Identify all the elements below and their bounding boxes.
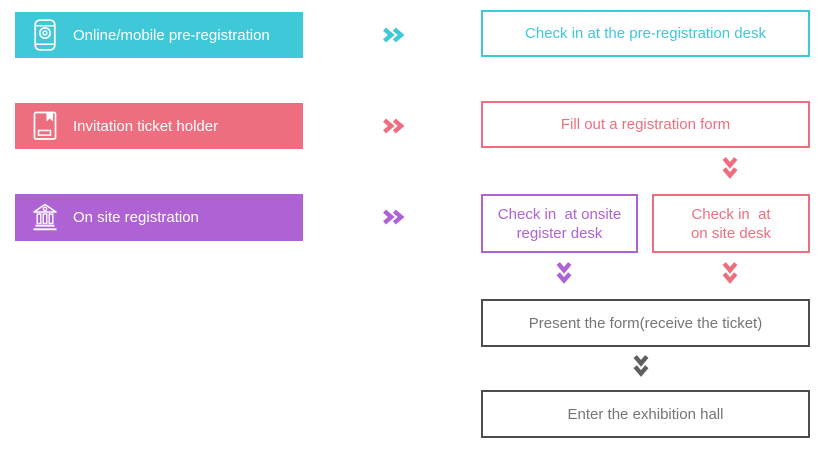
down-double-chevron-icon	[633, 354, 649, 384]
result-label-line2: on site desk	[690, 224, 772, 242]
result-box-onsite-register-desk: Check in at onsite register desk	[481, 194, 638, 253]
source-box-invitation: Invitation ticket holder	[15, 103, 303, 149]
result-box-present-form: Present the form(receive the ticket)	[481, 299, 810, 347]
smartphone-icon	[32, 19, 58, 51]
right-double-chevron-icon	[382, 27, 406, 48]
right-double-chevron-icon	[382, 118, 406, 139]
source-label-onsite: On site registration	[73, 209, 199, 226]
right-double-chevron-icon	[382, 209, 406, 230]
result-box-fill-form: Fill out a registration form	[481, 101, 810, 148]
down-double-chevron-icon	[556, 261, 572, 291]
down-double-chevron-icon	[722, 261, 738, 291]
result-box-onsite-desk: Check in at on site desk	[652, 194, 810, 253]
result-label-line1: Check in at onsite	[497, 205, 622, 223]
source-label-pre-registration: Online/mobile pre-registration	[73, 26, 270, 44]
result-box-preregistration-desk: Check in at the pre-registration desk	[481, 10, 810, 57]
bank-building-icon	[32, 202, 58, 234]
source-box-onsite: On site registration	[15, 194, 303, 241]
result-label-fill-form: Fill out a registration form	[560, 116, 731, 133]
result-label-preregistration-desk: Check in at the pre-registration desk	[525, 25, 766, 42]
result-label-line2: register desk	[516, 224, 603, 242]
result-box-enter-hall: Enter the exhibition hall	[481, 390, 810, 438]
invitation-book-icon	[32, 110, 58, 142]
result-label-enter-hall: Enter the exhibition hall	[567, 405, 724, 423]
source-label-invitation: Invitation ticket holder	[73, 117, 219, 135]
source-box-pre-registration: Online/mobile pre-registration	[15, 12, 303, 58]
result-label-line1: Check in at	[691, 205, 771, 223]
down-double-chevron-icon	[722, 156, 738, 186]
result-label-present-form: Present the form(receive the ticket)	[528, 314, 763, 332]
